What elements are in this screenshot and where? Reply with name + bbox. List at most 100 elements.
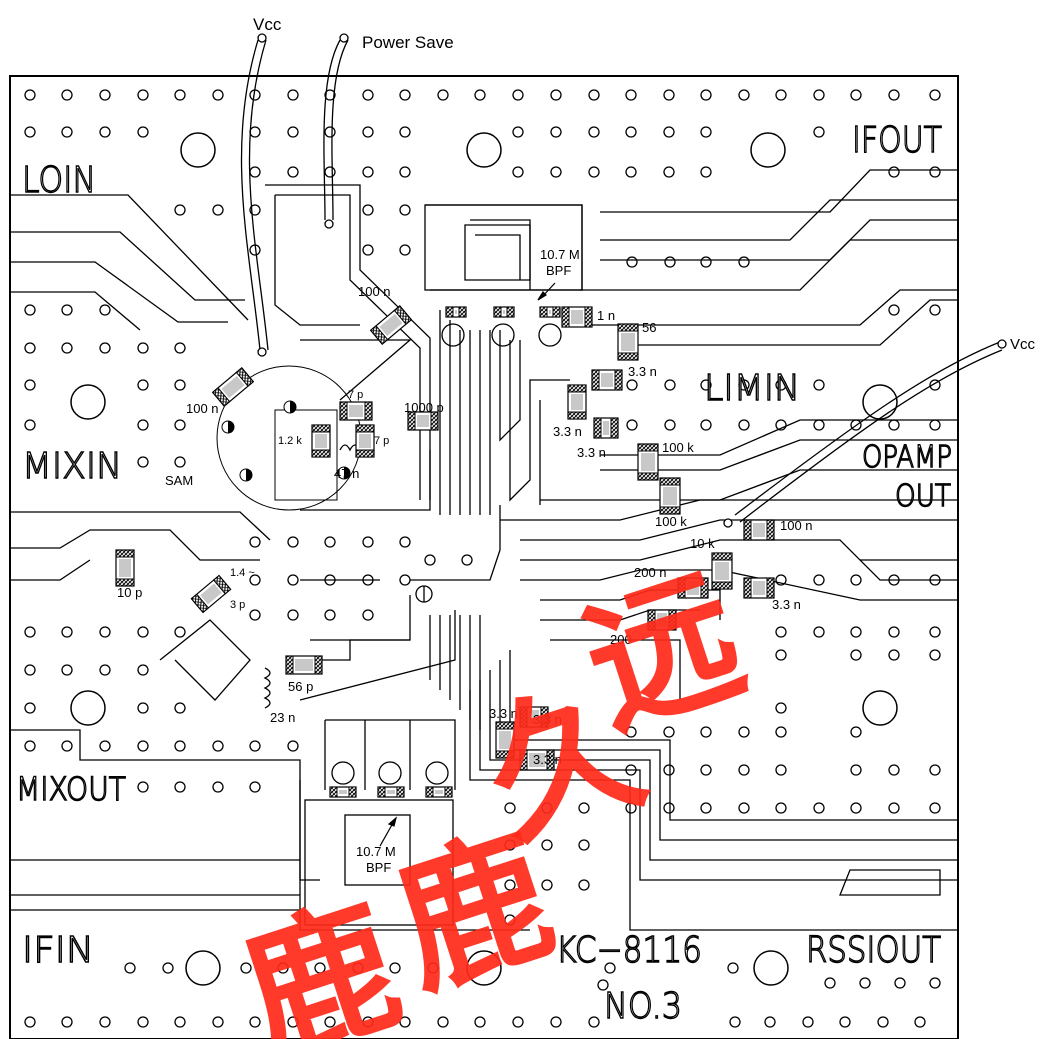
via [541,839,553,851]
component-labels: 100 n 100 n 7 p 7 p 1000 p 1.2 k 47 n 10… [117,247,813,875]
via [174,379,186,391]
via [550,166,562,178]
via [877,1016,889,1028]
via [61,304,73,316]
ic-traces [429,310,570,730]
via [550,126,562,138]
via [212,1016,224,1028]
smd-component [190,574,232,614]
via [174,626,186,638]
smd-component [539,306,561,318]
label-3p: 3 p [230,599,245,611]
via [625,126,637,138]
ifin-label: IFIN [22,930,94,971]
via [839,1016,851,1028]
label-100n-a: 100 n [358,284,391,299]
smd-component [311,424,331,458]
smd-component [561,306,593,328]
via [504,879,516,891]
via [24,419,36,431]
via [212,89,224,101]
via [24,664,36,676]
via [588,166,600,178]
via [362,1016,374,1028]
label-100n-b: 100 n [186,401,219,416]
via [663,764,675,776]
via [775,379,787,391]
via [738,419,750,431]
via [738,379,750,391]
smd-component [211,367,255,407]
via [212,740,224,752]
via [663,89,675,101]
mounting-holes [70,132,898,986]
via [174,419,186,431]
via [888,649,900,661]
label-3-3n-a: 3.3 n [628,364,657,379]
via [399,126,411,138]
via [24,379,36,391]
bpf-bottom [304,719,456,926]
label-bpf-top-freq: 10.7 M [540,247,580,262]
via [137,89,149,101]
label-bpf-top: BPF [546,263,571,278]
via [727,962,739,974]
via [813,89,825,101]
smd-component [567,384,587,420]
via [124,962,136,974]
via [663,726,675,738]
via [700,379,712,391]
via [61,626,73,638]
via [738,89,750,101]
via [764,1016,776,1028]
via [362,609,374,621]
via [99,740,111,752]
via [850,726,862,738]
via [512,166,524,178]
via [399,166,411,178]
via [137,379,149,391]
via [588,1016,600,1028]
via [399,244,411,256]
via [399,89,411,101]
via [277,962,289,974]
via [137,342,149,354]
via [24,89,36,101]
via [352,962,364,974]
via [578,839,590,851]
via [626,256,638,268]
label-56: 56 [642,320,656,335]
via [775,726,787,738]
via [324,166,336,178]
via [137,419,149,431]
via [550,89,562,101]
via [249,781,261,793]
via [137,781,149,793]
via [775,764,787,776]
label-3-3n-e: 3.3 n [489,706,518,721]
via [249,609,261,621]
vcc-right-label: Vcc [1010,336,1036,353]
label-7p-a: 7 p [348,389,363,401]
via [850,649,862,661]
label-3-3n-d: 3.3 n [772,597,801,612]
via [362,89,374,101]
coax-cables [240,39,1003,523]
via [888,419,900,431]
label-3-3n-c: 3.3 n [577,445,606,460]
via [174,740,186,752]
via [61,664,73,676]
label-sam: SAM [165,473,193,488]
via [287,609,299,621]
smd-component [407,411,439,431]
smd-component [591,369,623,391]
arrows [379,282,556,847]
via [850,802,862,814]
via [700,726,712,738]
via [249,1016,261,1028]
label-100k-b: 100 k [655,514,687,529]
via [24,304,36,316]
via [929,802,941,814]
via [399,536,411,548]
